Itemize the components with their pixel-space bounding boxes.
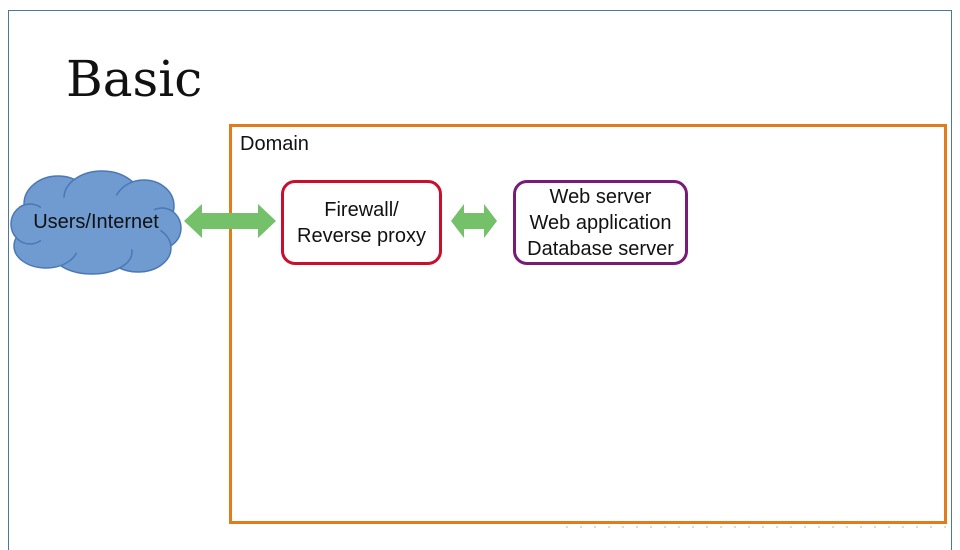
server-stack-node: Web server Web application Database serv…	[513, 180, 688, 265]
server-line-1: Web server	[549, 185, 652, 208]
firewall-line-2: Reverse proxy	[297, 224, 426, 247]
server-line-2: Web application	[529, 211, 672, 234]
users-internet-label: Users/Internet	[33, 210, 159, 233]
arrow-shape	[184, 204, 276, 238]
server-line-3: Database server	[527, 237, 674, 260]
decorative-dots	[560, 526, 950, 528]
arrow-cloud-firewall	[184, 204, 276, 238]
cloud-icon	[10, 170, 182, 275]
users-internet-node: Users/Internet	[10, 168, 182, 276]
arrow-shape	[451, 204, 497, 238]
domain-boundary	[229, 124, 947, 524]
firewall-reverse-proxy-node: Firewall/ Reverse proxy	[281, 180, 442, 265]
slide-frame	[8, 10, 952, 550]
slide-title: Basic	[66, 50, 203, 108]
domain-label: Domain	[240, 133, 309, 155]
arrow-firewall-server	[451, 204, 497, 238]
firewall-line-1: Firewall/	[324, 198, 399, 221]
